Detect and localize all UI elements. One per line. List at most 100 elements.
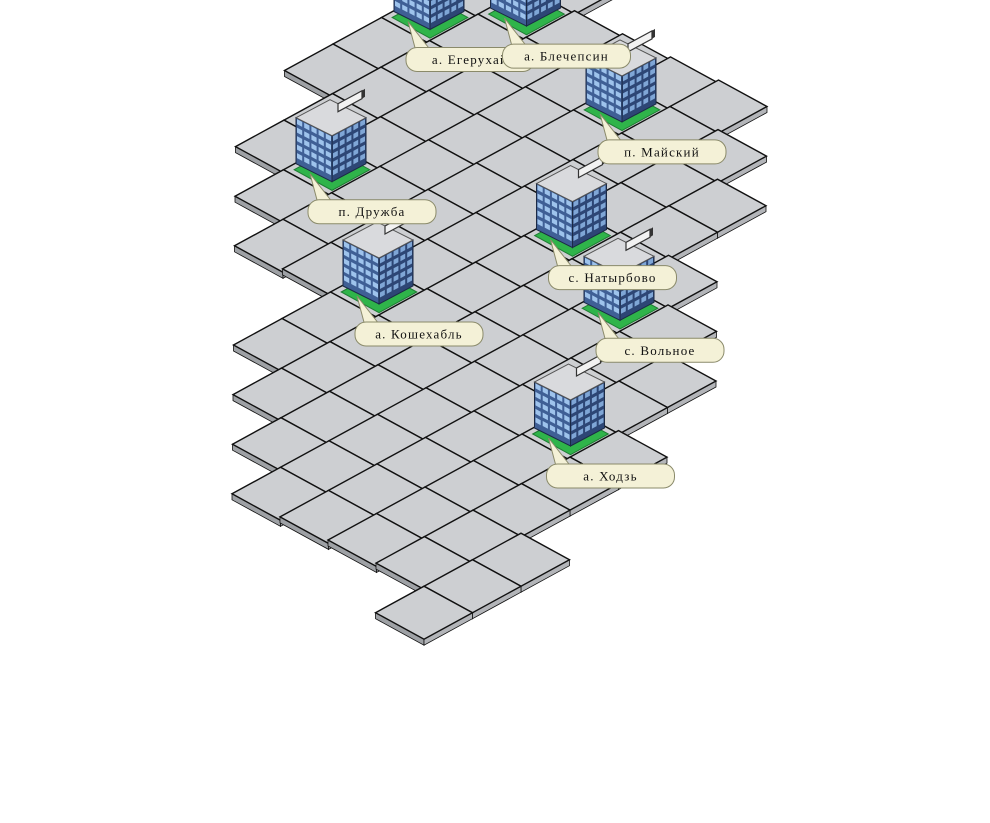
settlement-label-egerukhay[interactable]: а. Егерухай: [405, 21, 535, 72]
window: [585, 407, 590, 416]
window: [585, 257, 591, 266]
window: [571, 406, 577, 414]
window: [547, 1, 553, 9]
window: [358, 257, 364, 265]
window: [621, 289, 626, 297]
window: [598, 409, 604, 417]
window: [541, 0, 546, 4]
window: [542, 412, 548, 421]
window: [587, 84, 593, 93]
window: [585, 416, 590, 424]
window: [304, 122, 310, 131]
window: [613, 289, 619, 297]
window: [564, 423, 570, 432]
window: [491, 0, 497, 6]
window: [566, 199, 572, 208]
window: [650, 67, 655, 76]
window: [594, 79, 600, 88]
window: [417, 0, 422, 3]
window: [325, 159, 331, 167]
window: [634, 290, 640, 299]
window: [402, 0, 408, 4]
window: [623, 99, 628, 107]
window: [311, 151, 317, 160]
settlement-label-natyrbovo[interactable]: с. Натырбово: [548, 239, 677, 291]
settlement-label-volnoe[interactable]: с. Вольное: [595, 311, 725, 363]
label-bubble: [546, 463, 675, 489]
window: [297, 119, 303, 127]
window: [297, 127, 303, 136]
window: [606, 294, 612, 302]
window: [554, 0, 560, 6]
window: [648, 257, 653, 266]
window: [593, 205, 599, 214]
window: [360, 144, 365, 153]
window: [407, 241, 412, 250]
window: [591, 387, 597, 395]
window: [587, 76, 593, 85]
window: [557, 402, 563, 411]
window: [613, 297, 619, 306]
window: [339, 147, 345, 155]
window: [541, 4, 546, 13]
window: [393, 248, 399, 257]
building-natyrbovo[interactable]: [533, 154, 612, 257]
window: [608, 70, 614, 78]
building-koshekhabl[interactable]: [340, 211, 418, 314]
window: [615, 82, 621, 90]
window: [600, 185, 606, 193]
window: [318, 129, 324, 138]
window: [592, 295, 598, 304]
window: [601, 83, 607, 92]
window: [318, 146, 324, 155]
window: [400, 270, 406, 279]
settlement-label-khodz[interactable]: а. Ходзь: [546, 437, 675, 489]
building-mayskiy[interactable]: [583, 28, 661, 132]
window: [437, 11, 443, 20]
window: [351, 262, 357, 270]
settlement-label-blechepsin[interactable]: а. Блечепсин: [502, 17, 631, 69]
window: [573, 208, 579, 216]
window: [601, 75, 607, 83]
window: [578, 428, 584, 436]
settlement-label-druzhba[interactable]: п. Дружба: [307, 173, 437, 225]
window: [580, 229, 586, 238]
window: [339, 164, 345, 172]
window: [339, 138, 345, 147]
window: [372, 289, 378, 298]
window: [559, 195, 565, 204]
label-bubble: [597, 139, 727, 165]
window: [598, 392, 604, 400]
window: [587, 209, 592, 217]
window: [346, 151, 352, 160]
building-khodz[interactable]: [531, 353, 610, 456]
building-layer: [293, 0, 661, 456]
window: [585, 399, 590, 407]
window: [544, 205, 550, 214]
window: [557, 411, 563, 419]
window: [393, 282, 399, 291]
window: [623, 82, 628, 90]
window: [353, 131, 359, 139]
window: [557, 428, 563, 436]
window: [537, 185, 543, 193]
building-blechepsin[interactable]: [487, 0, 566, 36]
window: [636, 83, 642, 92]
window: [311, 126, 317, 135]
building-egerukhay[interactable]: [391, 0, 469, 39]
settlement-label-koshekhabl[interactable]: а. Кошехабль: [354, 295, 484, 347]
window: [344, 241, 350, 250]
window: [599, 290, 605, 299]
window: [537, 193, 543, 202]
window: [621, 306, 626, 314]
window: [587, 226, 592, 234]
window: [593, 188, 599, 197]
window: [591, 421, 597, 429]
window: [573, 216, 579, 225]
settlement-label-mayskiy[interactable]: п. Майский: [597, 113, 727, 165]
window: [304, 139, 310, 148]
window: [598, 400, 604, 409]
window: [325, 133, 331, 142]
